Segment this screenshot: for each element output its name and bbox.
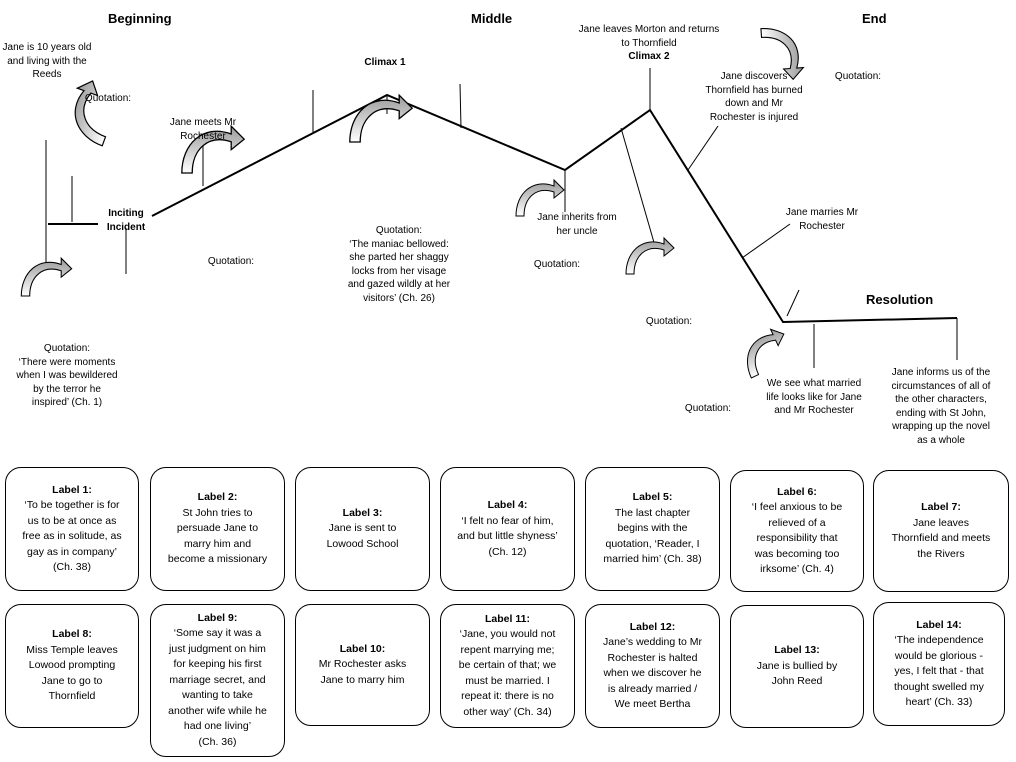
curved-arrow-icon	[20, 256, 73, 297]
heading-middle: Middle	[471, 11, 513, 26]
quotation-resolution: Quotation:	[684, 403, 732, 414]
curved-arrow-icon	[349, 93, 414, 143]
quotation-uncle: Quotation:	[533, 259, 581, 270]
curved-arrow-icon	[760, 28, 805, 81]
curved-arrow-icon	[181, 124, 246, 174]
event-climax-1: Climax 1	[364, 57, 406, 68]
label-card[interactable]: Label 4: ‘I felt no fear of him,and but …	[440, 467, 575, 591]
plot-line	[151, 93, 958, 324]
heading-resolution: Resolution	[866, 292, 934, 307]
quotation-ch26: Quotation:‘The maniac bellowed:she parte…	[347, 225, 451, 304]
curved-arrow-icon	[74, 80, 107, 147]
heading-beginning: Beginning	[108, 11, 172, 26]
connector-lines	[45, 68, 958, 368]
curved-arrow-icon	[515, 178, 565, 217]
quotation-climax-2: Quotation:	[645, 316, 693, 327]
curved-arrow-icon	[625, 236, 675, 275]
quotation-rochester: Quotation:	[207, 256, 255, 267]
curved-arrow-icon	[747, 328, 785, 379]
heading-end: End	[862, 11, 887, 26]
curved-arrows	[20, 28, 805, 379]
quotation-beginning: Quotation:	[84, 93, 132, 104]
quotation-end: Quotation:	[834, 71, 882, 82]
